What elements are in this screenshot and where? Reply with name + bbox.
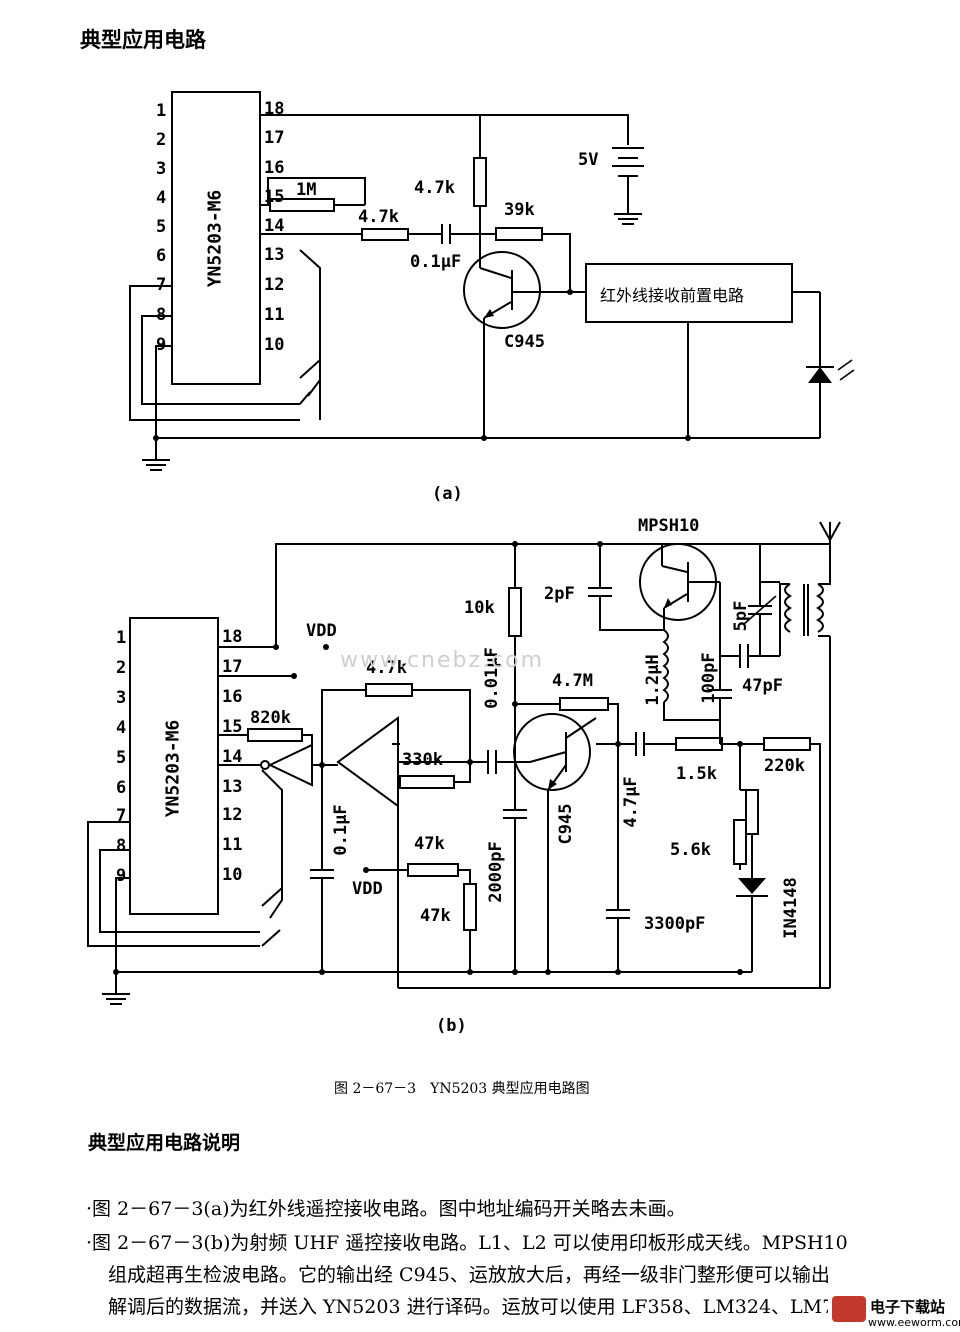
pin-label: 2 bbox=[116, 658, 127, 678]
capacitor-label: 0.1μF bbox=[410, 252, 462, 272]
pin-label: 11 bbox=[222, 835, 243, 855]
pin-label: 18 bbox=[264, 99, 285, 119]
capacitor-label: 5pF bbox=[731, 600, 751, 632]
pin-label: 4 bbox=[116, 718, 127, 738]
pin-label: 7 bbox=[116, 806, 127, 826]
transistor-label: MPSH10 bbox=[638, 516, 700, 536]
resistor-label: 820k bbox=[250, 708, 291, 728]
pin-label: 5 bbox=[156, 217, 167, 237]
resistor-label: 220k bbox=[764, 756, 805, 776]
logo-text: 电子下载站 bbox=[870, 1298, 946, 1316]
logo-icon bbox=[832, 1296, 866, 1322]
resistor-label: 4.7k bbox=[366, 658, 407, 678]
watermark: www.cnebz.com bbox=[340, 648, 545, 673]
capacitor-label: 3300pF bbox=[644, 914, 706, 934]
pin-label: 8 bbox=[156, 305, 167, 325]
pin-label: 16 bbox=[222, 687, 243, 707]
pin-label: 3 bbox=[156, 159, 167, 179]
circuit-a-wiring bbox=[129, 91, 855, 471]
pin-label: 14 bbox=[264, 216, 285, 236]
pin-label: 5 bbox=[116, 748, 127, 768]
paragraph-line: ·图 2－67－3(a)为红外线遥控接收电路。图中地址编码开关略去未画。 bbox=[86, 1198, 686, 1220]
section-title: 典型应用电路说明 bbox=[88, 1132, 241, 1154]
capacitor-label: 2000pF bbox=[486, 841, 506, 903]
paragraph-line: 解调后的数据流，并送入 YN5203 进行译码。运放可以使用 LF358、LM3… bbox=[108, 1296, 859, 1318]
ic-label: YN5203-M6 bbox=[162, 719, 184, 818]
pin-label: 10 bbox=[222, 865, 243, 885]
pin-label: 12 bbox=[222, 805, 243, 825]
pin-label: 18 bbox=[222, 627, 243, 647]
pin-label: 12 bbox=[264, 275, 285, 295]
pin-label: 1 bbox=[156, 101, 167, 121]
capacitor-label: 100pF bbox=[699, 652, 719, 704]
pin-label: 9 bbox=[156, 335, 167, 355]
pin-label: 14 bbox=[222, 747, 243, 767]
transistor-label: C945 bbox=[556, 803, 576, 845]
pin-label: 17 bbox=[264, 128, 285, 148]
pin-label: 6 bbox=[156, 246, 167, 266]
resistor-label: 47k bbox=[420, 906, 451, 926]
resistor-label: 1.5k bbox=[676, 764, 717, 784]
figure-a-caption: (a) bbox=[432, 484, 463, 504]
circuit-b-wiring bbox=[87, 521, 841, 1005]
pin-label: 1 bbox=[116, 628, 127, 648]
receiver-block-label: 红外线接收前置电路 bbox=[600, 286, 745, 305]
resistor-label: 330k bbox=[402, 750, 443, 770]
vdd-label: VDD bbox=[352, 879, 383, 899]
pin-label: 16 bbox=[264, 158, 285, 178]
ic-label: YN5203-M6 bbox=[204, 189, 226, 288]
pin-label: 15 bbox=[264, 187, 285, 207]
vdd-label: VDD bbox=[306, 621, 337, 641]
pin-label: 9 bbox=[116, 866, 127, 886]
pin-label: 2 bbox=[156, 130, 167, 150]
resistor-label: 10k bbox=[464, 598, 495, 618]
pin-label: 11 bbox=[264, 305, 285, 325]
pin-label: 3 bbox=[116, 688, 127, 708]
paragraph-line: ·图 2－67－3(b)为射频 UHF 遥控接收电路。L1、L2 可以使用印板形… bbox=[86, 1232, 848, 1254]
inductor-label: 1.2μH bbox=[643, 654, 663, 706]
pin-label: 4 bbox=[156, 188, 167, 208]
pin-label: 10 bbox=[264, 335, 285, 355]
resistor-label: 4.7k bbox=[358, 207, 399, 227]
site-logo: 电子下载站 www.eeworm.com bbox=[828, 1292, 960, 1332]
page-header: 典型应用电路 bbox=[80, 28, 206, 52]
capacitor-label: 2pF bbox=[544, 584, 575, 604]
pin-label: 13 bbox=[222, 777, 243, 797]
logo-url: www.eeworm.com bbox=[868, 1316, 960, 1329]
pin-label: 7 bbox=[156, 275, 167, 295]
paragraph-line: 组成超再生检波电路。它的输出经 C945、运放放大后，再经一级非门整形便可以输出 bbox=[108, 1264, 830, 1286]
pin-label: 13 bbox=[264, 245, 285, 265]
resistor-label: 4.7k bbox=[414, 178, 455, 198]
resistor-label: 5.6k bbox=[670, 840, 711, 860]
transistor-label: C945 bbox=[504, 332, 545, 352]
resistor-label: 39k bbox=[504, 200, 535, 220]
capacitor-label: 47pF bbox=[742, 676, 783, 696]
pin-label: 15 bbox=[222, 717, 243, 737]
diode-label: IN4148 bbox=[781, 877, 801, 939]
pin-label: 8 bbox=[116, 836, 127, 856]
capacitor-label: 4.7μF bbox=[621, 776, 641, 828]
resistor-label: 1M bbox=[296, 180, 317, 200]
supply-label: 5V bbox=[578, 150, 599, 170]
pin-label: 17 bbox=[222, 657, 243, 677]
resistor-label: 4.7M bbox=[552, 671, 593, 691]
capacitor-label: 0.1μF bbox=[331, 804, 351, 856]
pin-label: 6 bbox=[116, 778, 127, 798]
figure-b-caption: (b) bbox=[436, 1016, 467, 1036]
resistor-label: 47k bbox=[414, 834, 445, 854]
figure-caption: 图 2－67－3 YN5203 典型应用电路图 bbox=[334, 1081, 590, 1097]
